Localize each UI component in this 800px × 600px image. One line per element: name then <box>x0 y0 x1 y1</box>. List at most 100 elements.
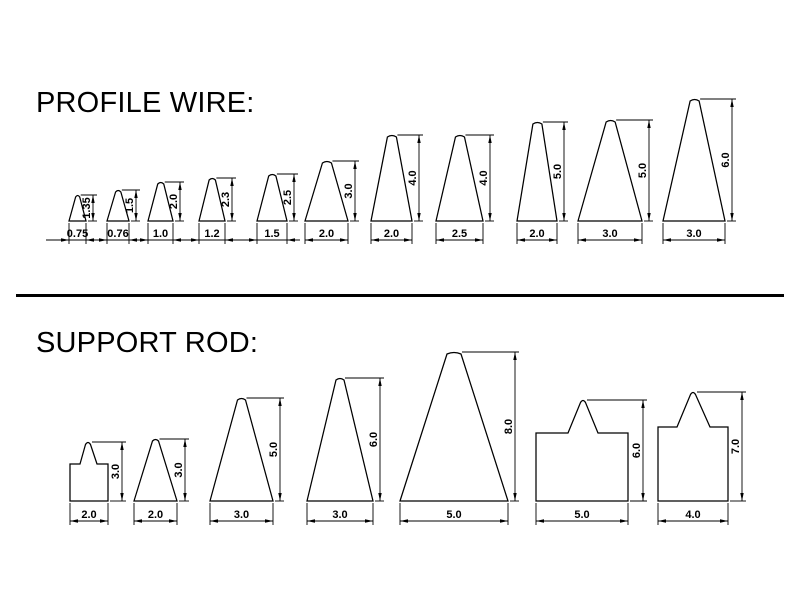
dimension-arrow <box>340 238 348 242</box>
dimension-arrow <box>536 519 544 523</box>
dimension-arrow <box>61 238 69 242</box>
dimension-arrow <box>70 519 78 523</box>
support-rod-shape-6: 7.0 4.0 <box>657 391 746 525</box>
height-dimension-label: 2.5 <box>282 190 294 205</box>
width-dimension-label: 3.0 <box>602 228 617 240</box>
dimension-arrow <box>549 238 557 242</box>
profile-wire-shape-10: 6.0 3.0 <box>662 98 736 244</box>
dimension-arrow <box>641 400 645 408</box>
shape-outline <box>256 173 288 222</box>
width-dimension-label: 0.75 <box>67 228 88 240</box>
shape-outline <box>69 441 109 502</box>
shape-outline <box>535 399 629 502</box>
dimension-arrow <box>475 238 483 242</box>
dimension-arrow <box>100 519 108 523</box>
width-dimension-label: 2.0 <box>319 228 334 240</box>
height-dimension-label: 4.0 <box>478 170 490 185</box>
support-rod-section: 3.02.03.02.05.03.06.03.08.05.06.05.07.04… <box>69 351 746 525</box>
dimension-arrow <box>730 99 734 107</box>
width-dimension-label: 0.76 <box>107 228 128 240</box>
shape-outline <box>657 391 729 502</box>
height-dimension-label: 8.0 <box>503 419 515 434</box>
width-dimension-label: 2.0 <box>384 228 399 240</box>
dimension-arrow <box>169 519 177 523</box>
dimension-arrow <box>717 238 725 242</box>
dimension-arrow <box>134 190 138 198</box>
height-dimension-label: 1.5 <box>124 198 136 213</box>
dimension-arrow <box>183 439 187 447</box>
dimension-arrow <box>305 238 313 242</box>
width-dimension-label: 3.0 <box>234 509 249 521</box>
width-dimension-label: 4.0 <box>685 509 700 521</box>
dimension-arrow <box>307 519 315 523</box>
dimension-arrow <box>278 493 282 501</box>
shape-outline <box>209 397 274 502</box>
dimension-arrow <box>417 135 421 143</box>
shape-outline <box>133 438 178 502</box>
width-dimension-label: 1.2 <box>204 228 219 240</box>
support-rod-shape-2: 5.0 3.0 <box>209 397 284 525</box>
profile-wire-shape-7: 4.0 2.5 <box>435 134 494 244</box>
height-dimension-label: 6.0 <box>368 432 380 447</box>
dimension-arrow <box>191 238 199 242</box>
dimension-arrow <box>99 238 107 242</box>
profile-wire-shape-3: 2.31.2 <box>191 177 236 244</box>
profile-wire-shape-8: 5.0 2.0 <box>516 121 568 244</box>
height-dimension-label: 2.0 <box>168 194 180 209</box>
width-dimension-label: 2.0 <box>148 509 163 521</box>
dimension-arrow <box>287 238 295 242</box>
dimension-arrow <box>91 195 95 203</box>
width-dimension-label: 2.0 <box>529 228 544 240</box>
width-dimension-label: 3.0 <box>686 228 701 240</box>
dimension-arrow <box>278 398 282 406</box>
dimension-arrow <box>740 392 744 400</box>
dimension-arrow <box>500 519 508 523</box>
dimension-arrow <box>91 213 95 221</box>
width-dimension-label: 5.0 <box>574 509 589 521</box>
height-dimension-label: 6.0 <box>720 152 732 167</box>
width-dimension-label: 1.5 <box>264 228 279 240</box>
dimension-arrow <box>183 493 187 501</box>
dimension-arrow <box>488 135 492 143</box>
height-dimension-label: 5.0 <box>268 442 280 457</box>
dimension-arrow <box>210 519 218 523</box>
dimension-arrow <box>641 493 645 501</box>
width-dimension-label: 3.0 <box>332 509 347 521</box>
dimension-arrow <box>292 174 296 182</box>
dimension-arrow <box>134 213 138 221</box>
profile-wire-title: PROFILE WIRE: <box>36 87 255 119</box>
dimension-arrow <box>740 493 744 501</box>
dimension-arrow <box>720 519 728 523</box>
support-rod-shape-1: 3.0 2.0 <box>133 438 189 525</box>
height-dimension-label: 3.0 <box>173 462 185 477</box>
shape-outline <box>106 189 130 222</box>
profile-wire-shape-6: 4.02.0 <box>370 134 423 244</box>
dimension-arrow <box>353 213 357 221</box>
dimension-arrow <box>120 493 124 501</box>
dimension-arrow <box>230 213 234 221</box>
dimension-arrow <box>225 238 233 242</box>
dimension-arrow <box>658 519 666 523</box>
height-dimension-label: 5.0 <box>552 164 564 179</box>
support-rod-shape-5: 6.05.0 <box>535 399 647 525</box>
dimension-arrow <box>265 519 273 523</box>
support-rod-shape-4: 8.05.0 <box>399 351 519 525</box>
section-divider <box>16 294 784 297</box>
height-dimension-label: 3.0 <box>110 464 122 479</box>
dimension-arrow <box>178 182 182 190</box>
support-rod-shape-3: 6.0 3.0 <box>306 377 384 525</box>
width-dimension-label: 2.5 <box>452 228 467 240</box>
shape-outline <box>68 194 87 222</box>
dimension-arrow <box>647 120 651 128</box>
dimension-arrow <box>647 213 651 221</box>
profile-wire-shape-5: 3.02.0 <box>304 160 359 244</box>
dimension-arrow <box>634 238 642 242</box>
dimension-arrow <box>178 213 182 221</box>
shape-outline <box>399 351 509 502</box>
shape-outline <box>198 177 226 222</box>
dimension-arrow <box>292 213 296 221</box>
support-rod-title: SUPPORT ROD: <box>36 327 259 359</box>
height-dimension-label: 7.0 <box>730 439 742 454</box>
